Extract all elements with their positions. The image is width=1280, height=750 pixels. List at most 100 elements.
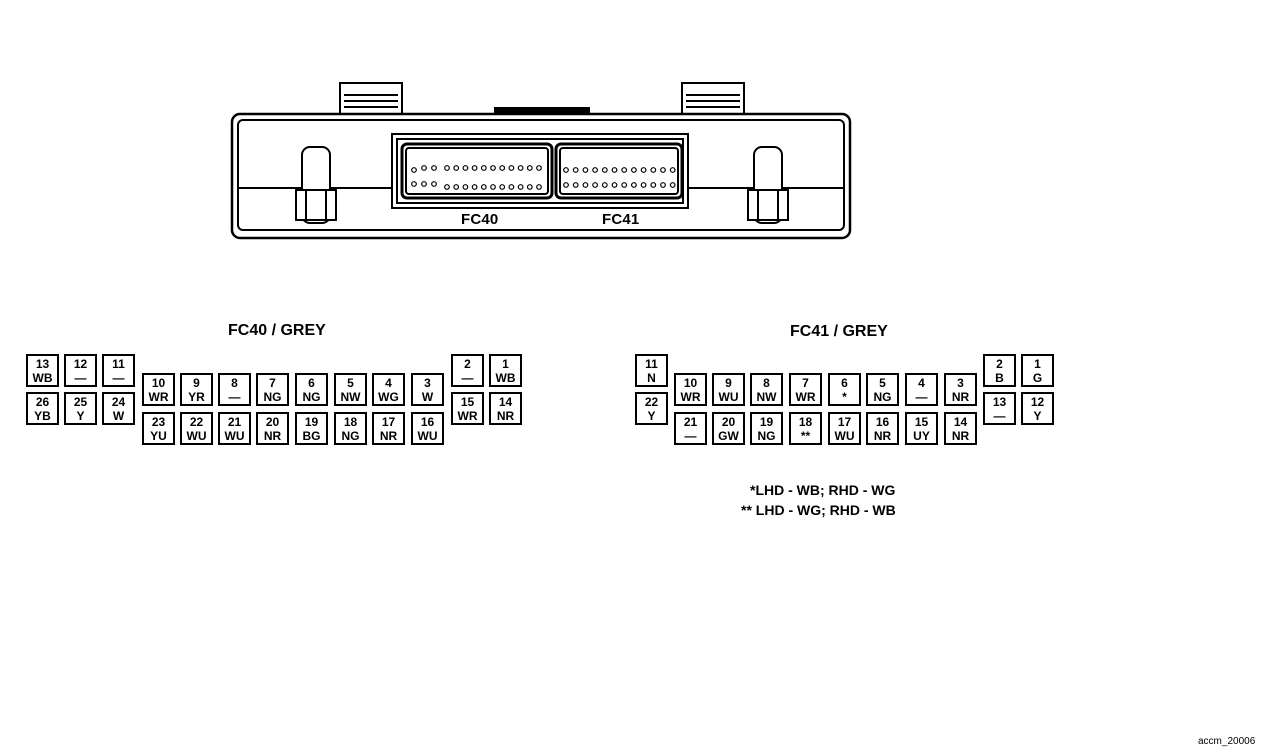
wire-color: NW xyxy=(756,389,777,404)
fc41-pin: 18** xyxy=(789,412,822,445)
pin-number: 3 xyxy=(424,375,431,390)
pin-number: 22 xyxy=(644,394,659,409)
wire-color: WG xyxy=(378,389,399,404)
wire-color: NR xyxy=(951,389,970,404)
pin-hole xyxy=(490,184,496,190)
pin-hole xyxy=(660,182,666,188)
pin-number: 20 xyxy=(721,414,736,429)
fc40-title: FC40 / GREY xyxy=(228,322,326,339)
wire-color: Y xyxy=(647,408,656,423)
fc41-pin: 6* xyxy=(828,373,861,406)
pin-hole xyxy=(621,182,628,188)
pin-number: 12 xyxy=(73,356,88,371)
pin-number: 7 xyxy=(802,375,809,390)
pin-hole xyxy=(669,182,676,188)
pin-hole xyxy=(431,181,437,187)
pin-number: 2 xyxy=(996,356,1003,371)
wire-color: WB xyxy=(32,370,53,385)
wire-color: WU xyxy=(417,428,438,443)
wire-color: B xyxy=(995,370,1004,385)
pin-number: 26 xyxy=(35,394,50,409)
wire-color: YB xyxy=(34,408,51,423)
pin-hole xyxy=(669,167,676,173)
pin-hole xyxy=(480,165,487,171)
pin-number: 9 xyxy=(725,375,732,390)
pin-hole xyxy=(640,167,647,173)
pin-number: 6 xyxy=(841,375,848,390)
pin-number: 23 xyxy=(151,414,166,429)
pin-number: 15 xyxy=(460,394,475,409)
pin-hole xyxy=(471,165,478,171)
pin-number: 11 xyxy=(645,356,658,371)
pin-hole xyxy=(421,181,427,187)
pin-number: 18 xyxy=(343,414,358,429)
pin-number: 1 xyxy=(502,356,509,371)
wire-color: ** xyxy=(800,428,811,443)
wire-color: N xyxy=(647,370,656,385)
pin-hole xyxy=(499,184,506,190)
pin-hole xyxy=(462,165,469,171)
pin-number: 5 xyxy=(347,375,354,390)
pin-number: 9 xyxy=(193,375,200,390)
pin-hole xyxy=(499,165,506,171)
figure-reference: accm_20006 xyxy=(1198,736,1256,747)
wire-color: — xyxy=(228,389,241,404)
pin-hole xyxy=(650,167,657,173)
pin-number: 1 xyxy=(1034,356,1041,371)
pin-hole xyxy=(621,167,628,173)
wire-color: — xyxy=(74,370,87,385)
pin-number: 5 xyxy=(879,375,886,390)
pin-hole xyxy=(611,167,618,173)
wire-color: YR xyxy=(188,389,205,404)
fc40-module-label: FC40 xyxy=(461,211,499,228)
pin-number: 22 xyxy=(189,414,204,429)
pin-number: 8 xyxy=(763,375,770,390)
pin-number: 16 xyxy=(875,414,890,429)
pin-number: 21 xyxy=(683,414,698,429)
pin-number: 4 xyxy=(918,375,925,390)
pin-hole xyxy=(526,165,533,171)
wire-color: NR xyxy=(379,428,398,443)
fc40-pin: 2— xyxy=(451,354,484,387)
wire-color: WU xyxy=(718,389,739,404)
wire-color: WU xyxy=(834,428,855,443)
pin-number: 21 xyxy=(227,414,242,429)
pin-number: 14 xyxy=(498,394,513,409)
pin-number: 2 xyxy=(464,356,471,371)
wire-color: NG xyxy=(341,428,360,443)
pin-number: 13 xyxy=(992,394,1007,409)
fc40-pin: 11— xyxy=(102,354,135,387)
pin-hole xyxy=(453,165,460,171)
wire-color: WR xyxy=(795,389,816,404)
pin-hole xyxy=(444,184,450,190)
pin-number: 16 xyxy=(420,414,435,429)
pin-number: 15 xyxy=(914,414,929,429)
pin-hole xyxy=(517,165,524,171)
wire-color: * xyxy=(842,389,847,404)
fc41-pin: 21— xyxy=(674,412,707,445)
wire-color: Y xyxy=(76,408,85,423)
wire-color: — xyxy=(112,370,125,385)
